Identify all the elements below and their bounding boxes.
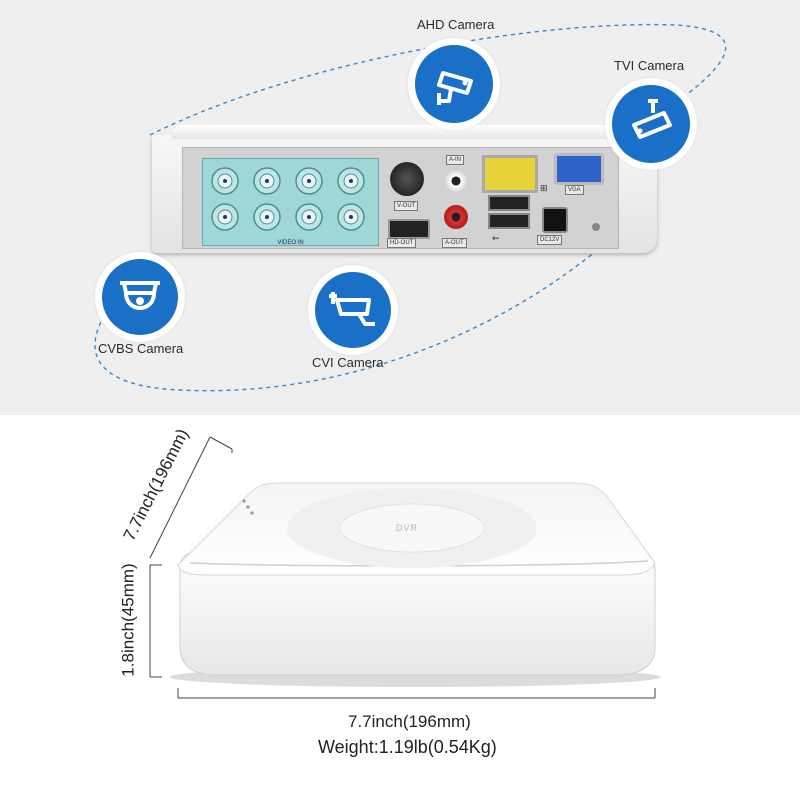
video-in-block: VIDEO IN — [202, 158, 379, 246]
ahd-camera-badge — [415, 45, 493, 123]
ahd-camera-label: AHD Camera — [417, 17, 495, 32]
audio-in-jack — [444, 169, 468, 193]
usb-port-2 — [488, 213, 530, 229]
cvbs-camera-label: CVBS Camera — [98, 341, 184, 356]
height-dimension-label: 1.8inch(45mm) — [118, 563, 138, 677]
bullet-camera-icon — [632, 99, 672, 139]
dashed-orbit — [94, 23, 727, 392]
hdmi-port — [388, 219, 430, 239]
tvi-camera-label: TVI Camera — [614, 58, 685, 73]
connectivity-panel: VIDEO IN V-OUT HD-OUT A-IN A-OUT ⇜ VGA ⊞… — [0, 0, 800, 415]
vga-port — [554, 153, 604, 185]
bnc-connectors — [211, 167, 365, 231]
bullet-camera-icon — [437, 71, 473, 105]
dvr-logo: DVR — [396, 523, 419, 533]
tvi-camera-badge — [612, 85, 690, 163]
dc-power-jack — [542, 207, 568, 233]
a-in-label: A-IN — [446, 155, 464, 165]
usb-icon: ⇜ — [492, 233, 500, 243]
v-out-connector — [390, 162, 424, 196]
cvi-camera-badge — [315, 272, 391, 348]
hd-out-label: HD-OUT — [387, 238, 417, 248]
video-in-label: VIDEO IN — [277, 240, 304, 246]
weight-label: Weight:1.19lb(0.54Kg) — [318, 737, 497, 757]
v-out-label: V-OUT — [394, 201, 419, 211]
ethernet-port — [482, 155, 538, 193]
screw — [592, 223, 600, 231]
network-icon: ⊞ — [540, 183, 548, 193]
audio-out-jack — [444, 205, 468, 229]
dc12v-label: DC12V — [537, 235, 563, 245]
cvbs-camera-badge — [102, 259, 178, 335]
a-out-label: A-OUT — [442, 238, 467, 248]
bullet-camera-icon — [329, 292, 375, 326]
dvr-rear-panel: VIDEO IN V-OUT HD-OUT A-IN A-OUT ⇜ VGA ⊞… — [152, 125, 657, 253]
usb-port-1 — [488, 195, 530, 211]
dome-camera-icon — [120, 281, 160, 310]
cvi-camera-label: CVI Camera — [312, 355, 384, 370]
dimensions-panel: DVR 7.7inch(196mm) 1.8inch(45mm) 7.7inch… — [0, 415, 800, 800]
dvr-device-illustration — [149, 436, 660, 699]
vga-label: VGA — [565, 185, 584, 195]
dvr-lid — [172, 125, 647, 139]
width-dimension-label: 7.7inch(196mm) — [348, 712, 471, 731]
